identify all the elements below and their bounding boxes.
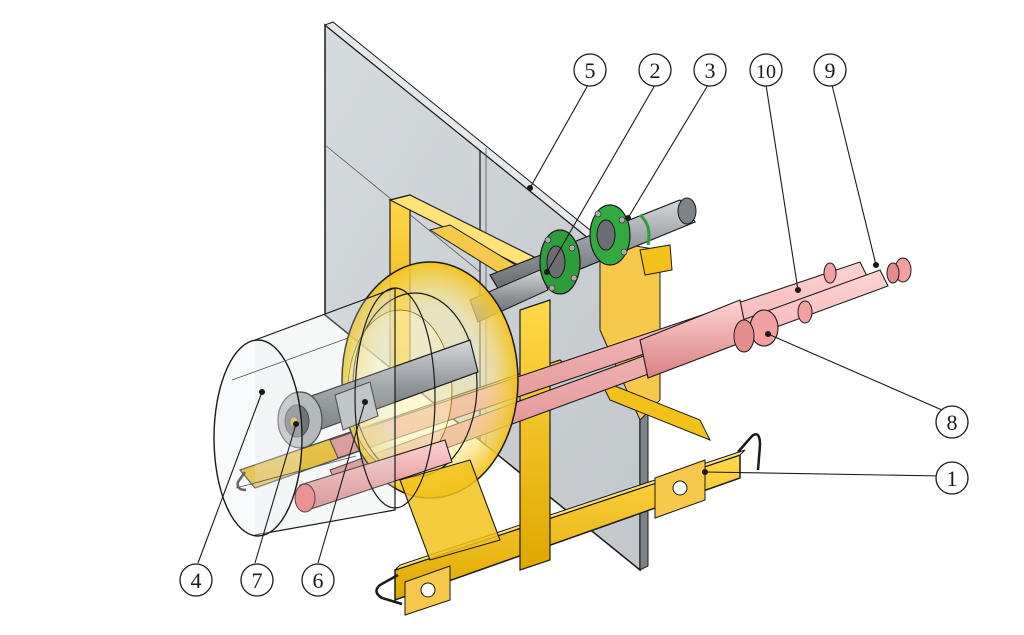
callout-2-label: 2 xyxy=(650,58,661,83)
callout-1-label: 1 xyxy=(947,466,958,491)
callout-6-label: 6 xyxy=(313,568,324,593)
green-flange-3 xyxy=(589,204,651,266)
callout-5: 5 xyxy=(573,53,607,87)
callout-4-label: 4 xyxy=(191,568,202,593)
callout-4: 4 xyxy=(179,563,213,597)
leader-lines xyxy=(197,84,943,564)
burner-tip xyxy=(294,439,453,513)
callout-3: 3 xyxy=(693,53,727,87)
callout-7: 7 xyxy=(240,563,274,597)
callout-8-label: 8 xyxy=(947,410,958,435)
callout-1: 1 xyxy=(935,461,969,495)
callout-5-label: 5 xyxy=(585,58,596,83)
callout-2: 2 xyxy=(638,53,672,87)
callout-3-label: 3 xyxy=(705,58,716,83)
callout-7-label: 7 xyxy=(252,568,263,593)
callout-8: 8 xyxy=(935,405,969,439)
callout-9-label: 9 xyxy=(825,58,836,83)
callout-10-label: 10 xyxy=(756,61,776,83)
callout-9: 9 xyxy=(813,53,847,87)
transparent-cylinder xyxy=(213,287,436,537)
callout-10: 10 xyxy=(749,53,783,87)
green-flange-2 xyxy=(539,229,581,295)
callout-6: 6 xyxy=(301,563,335,597)
nozzle-head xyxy=(277,391,323,449)
